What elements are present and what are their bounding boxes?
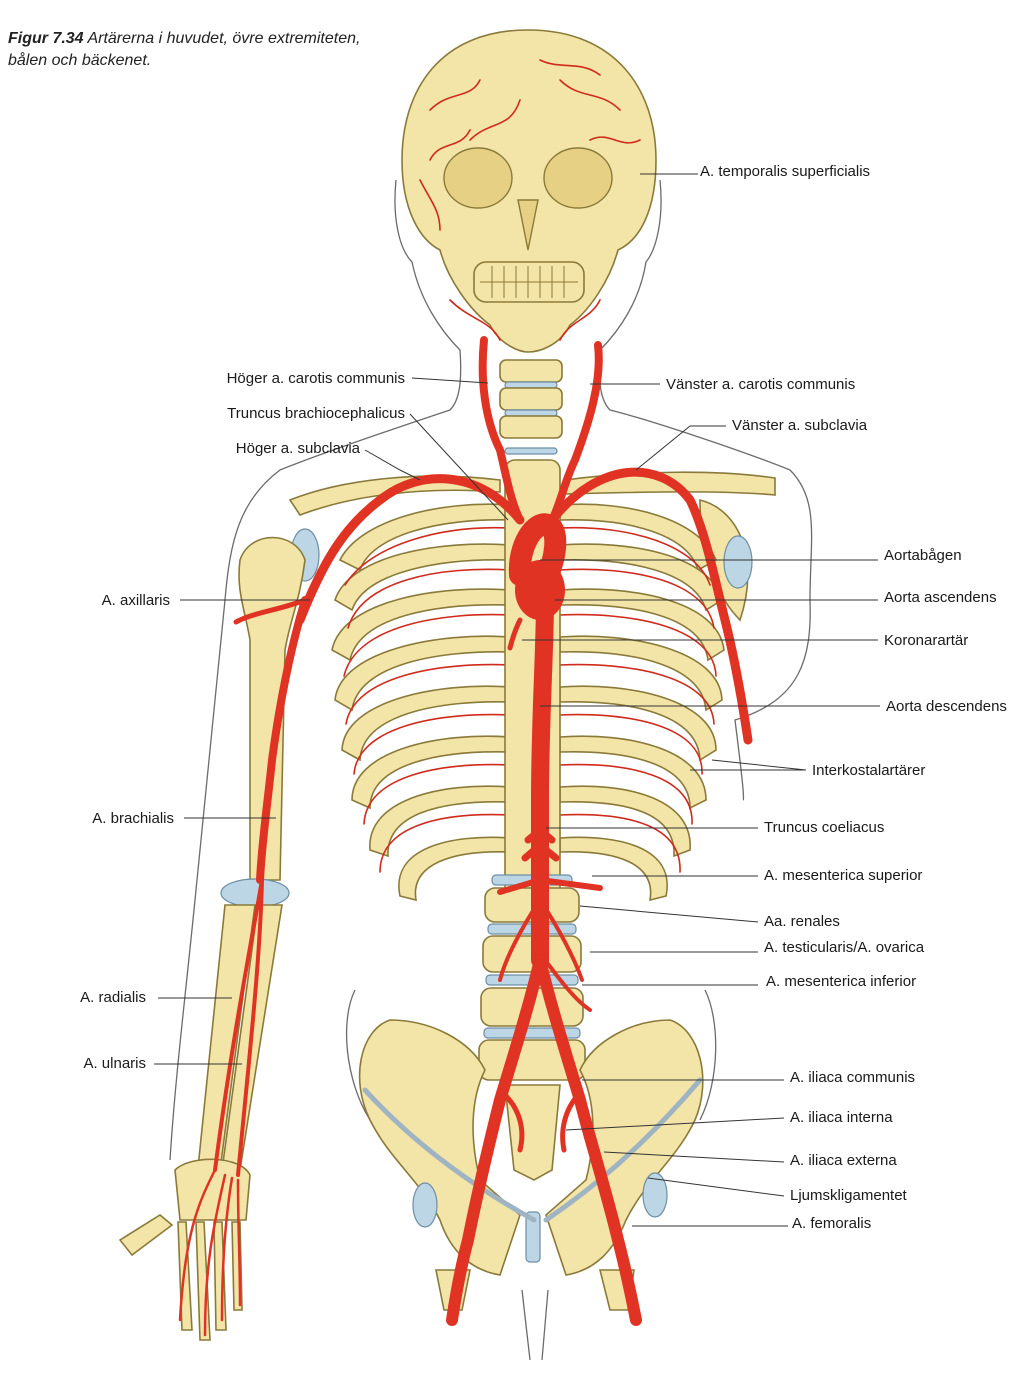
label-axillaris: A. axillaris <box>102 592 170 609</box>
figure-number: Figur 7.34 <box>8 30 84 47</box>
label-iliaca-externa: A. iliaca externa <box>790 1152 897 1169</box>
label-interkostal: Interkostalartärer <box>812 762 925 779</box>
figure-caption: Figur 7.34 Artärerna i huvudet, övre ext… <box>8 28 378 72</box>
label-aorta-descendens: Aorta descendens <box>886 698 1007 715</box>
cervical-spine <box>499 359 563 455</box>
label-vanster-subclavia: Vänster a. subclavia <box>732 417 868 434</box>
label-koronarartar: Koronarartär <box>884 632 968 649</box>
arm-bones <box>118 536 306 1341</box>
label-vanster-carotis: Vänster a. carotis communis <box>666 376 855 393</box>
label-truncus-brachio: Truncus brachiocephalicus <box>227 405 405 422</box>
label-iliaca-interna: A. iliaca interna <box>790 1109 893 1126</box>
label-hoger-carotis: Höger a. carotis communis <box>227 370 405 387</box>
label-truncus-coeliacus: Truncus coeliacus <box>764 819 884 836</box>
label-aortabagen: Aortabågen <box>884 547 962 564</box>
leader-lines <box>154 173 880 1227</box>
label-testicularis: A. testicularis/A. ovarica <box>764 939 925 956</box>
label-ljumskligamentet: Ljumskligamentet <box>790 1187 908 1204</box>
label-brachialis: A. brachialis <box>92 810 174 827</box>
figure-caption-text: Artärerna i huvudet, övre extremiteten, … <box>8 30 361 69</box>
label-mesenterica-sup: A. mesenterica superior <box>764 867 922 884</box>
label-hoger-subclavia: Höger a. subclavia <box>236 440 361 457</box>
label-mesenterica-inf: A. mesenterica inferior <box>766 973 916 990</box>
label-ulnaris: A. ulnaris <box>83 1055 146 1072</box>
skull <box>401 29 657 353</box>
label-iliaca-communis: A. iliaca communis <box>790 1069 915 1086</box>
label-temporalis: A. temporalis superficialis <box>700 163 870 180</box>
label-aorta-ascendens: Aorta ascendens <box>884 589 997 606</box>
label-renales: Aa. renales <box>764 913 840 930</box>
label-femoralis: A. femoralis <box>792 1215 871 1232</box>
labels: A. temporalis superficialis Höger a. car… <box>80 163 1007 1232</box>
label-radialis: A. radialis <box>80 989 146 1006</box>
